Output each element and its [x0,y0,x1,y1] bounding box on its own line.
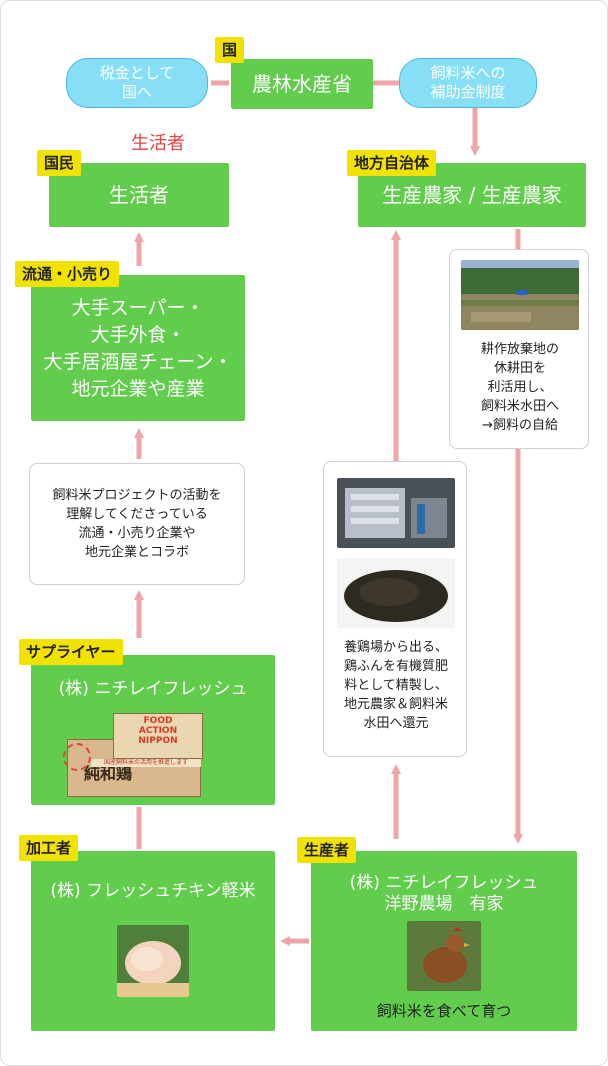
package-logo-text: FOOD ACTION NIPPON [114,714,202,746]
country-tag: 国 [215,37,245,63]
collab-note-line-3: 流通・小売り企業や [78,526,196,541]
supplier-box: (株) ニチレイフレッシュ 純和鶏 FOOD ACTION NIPPON 国産飼… [31,655,275,805]
fallow-note-line-3: 利活用し、 [487,380,553,395]
package-seal-icon [63,743,91,771]
supplier-title: (株) ニチレイフレッシュ [58,679,248,699]
package-brand: 純和鶏 [84,764,133,783]
fallow-note-line-5: →飼料の自給 [482,418,558,433]
consumer-title: 生活者 [109,183,169,207]
package-line-1: FOOD [143,716,173,726]
fallow-note-line-4: 飼料米水田へ [480,399,559,414]
local-government-tag: 地方自治体 [347,150,437,176]
tax-pill-line-1: 税金として [99,64,175,82]
manure-note-text: 養鶏場から出る、 鶏ふんを有機質肥 料として精製し、 地元農家＆飼料米 水田へ還… [324,638,468,733]
fallow-note-line-2: 休耕田を [493,361,546,376]
collab-note-line-4: 地元企業とコラボ [84,545,189,560]
tax-pill: 税金として 国へ [66,58,208,108]
collab-note: 飼料米プロジェクトの活動を 理解してくださっている 流通・小売り企業や 地元企業… [29,463,245,585]
producer-title: (株) ニチレイフレッシュ 洋野農場 有家 [311,873,577,915]
manure-note-line-5: 水田へ還元 [363,716,429,731]
subsidy-pill-line-2: 補助金制度 [430,83,506,101]
manure-note-line-3: 料として精製し、 [344,678,448,693]
distribution-box: 大手スーパー・ 大手外食・ 大手居酒屋チェーン・ 地元企業や産業 [31,275,245,421]
citizen-tag: 国民 [37,150,82,176]
subsidy-pill: 飼料米への 補助金制度 [399,58,537,108]
processor-box: (株) フレッシュチキン軽米 [31,851,275,1031]
fallow-note: 耕作放棄地の 休耕田を 利活用し、 飼料米水田へ →飼料の自給 [449,249,589,449]
distribution-tag: 流通・小売り [15,261,120,287]
processor-title: (株) フレッシュチキン軽米 [50,881,256,901]
chicken-photo [407,921,481,991]
distribution-line-3: 大手居酒屋チェーン・ [43,351,233,373]
supplier-tag: サプライヤー [19,639,123,665]
producer-tag: 生産者 [297,837,357,863]
package-line-2: ACTION [138,726,178,736]
manure-note-line-4: 地元農家＆飼料米 [343,697,448,712]
distribution-line-2: 大手外食・ [90,324,186,346]
collab-note-line-1: 飼料米プロジェクトの活動を [52,488,222,503]
consumer-red-label: 生活者 [131,133,185,154]
producer-box: (株) ニチレイフレッシュ 洋野農場 有家 飼料米を食べて育つ [311,851,577,1031]
producer-title-line-1: (株) ニチレイフレッシュ [349,873,539,893]
compost-photo [337,558,455,628]
package-line-3: NIPPON [138,736,178,746]
package-subline: 国産飼料米の活用を推進します [91,759,201,767]
collab-note-line-2: 理解してくださっている [66,507,208,522]
product-package: 純和鶏 FOOD ACTION NIPPON 国産飼料米の活用を推進します [63,711,203,797]
distribution-line-1: 大手スーパー・ [71,297,205,319]
manure-note-line-1: 養鶏場から出る、 [343,640,448,655]
processor-tag: 加工者 [19,835,79,861]
fallow-note-text: 耕作放棄地の 休耕田を 利活用し、 飼料米水田へ →飼料の自給 [450,340,590,435]
manure-note-line-2: 鶏ふんを有機質肥 [343,659,448,674]
manure-note: 養鶏場から出る、 鶏ふんを有機質肥 料として精製し、 地元農家＆飼料米 水田へ還… [323,461,467,757]
fallow-field-photo [461,260,579,330]
ministry-title: 農林水産省 [252,72,352,96]
chicken-meat-photo [117,925,189,997]
producer-title-line-2: 洋野農場 有家 [384,894,504,914]
tax-pill-line-2: 国へ [121,83,152,101]
facility-photo [337,478,455,548]
fallow-note-line-1: 耕作放棄地の [480,342,559,357]
subsidy-pill-line-1: 飼料米への [430,64,506,82]
local-government-title: 生産農家 / 生産農家 [382,183,562,207]
distribution-line-4: 地元企業や産業 [71,378,205,400]
producer-caption: 飼料米を食べて育つ [376,1002,512,1020]
package-front: FOOD ACTION NIPPON [113,713,203,759]
ministry-box: 農林水産省 [231,59,373,109]
